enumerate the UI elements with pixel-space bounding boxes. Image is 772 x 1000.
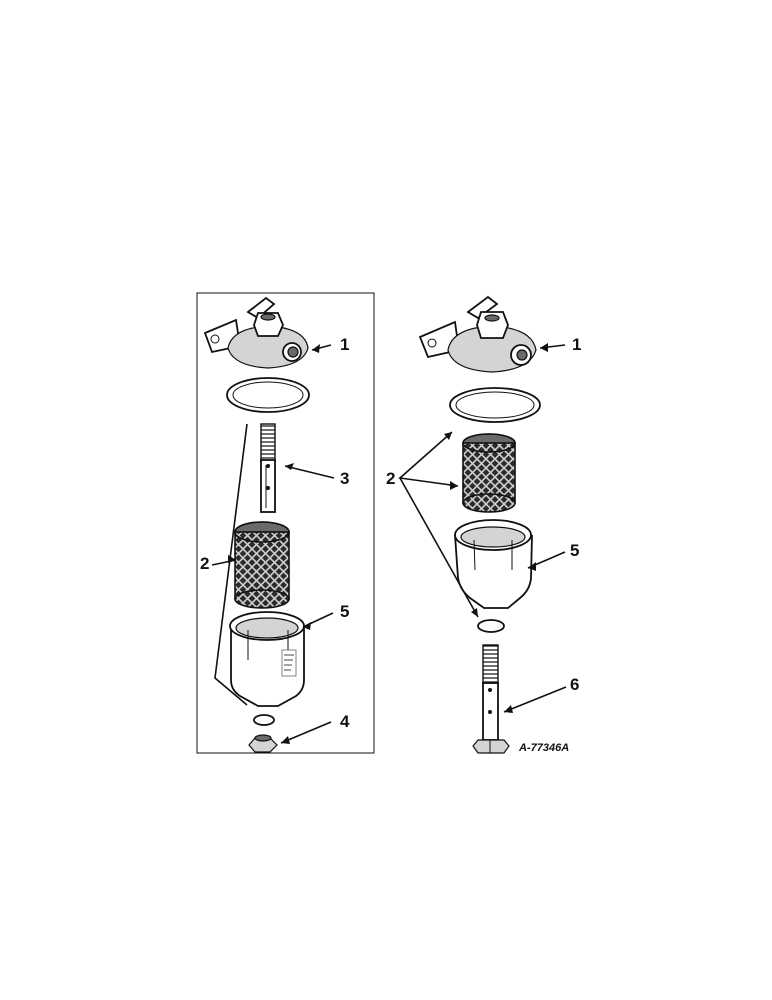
filter-head-right: [418, 295, 537, 373]
callout-3-left: 3: [340, 469, 349, 488]
washer-left: [253, 714, 275, 726]
left-assembly-frame: [196, 292, 375, 754]
center-bolt: [472, 644, 510, 754]
callout-1-right: 1: [572, 335, 581, 354]
center-stud: [260, 423, 276, 513]
figure-id: A-77346A: [518, 742, 569, 754]
callout-1-left: 1: [340, 335, 349, 354]
callout-2-right: 2: [386, 469, 395, 488]
gasket-ring-left: [226, 377, 310, 413]
washer-right: [477, 619, 505, 633]
callout-4-left: 4: [340, 712, 350, 731]
callout-5-right: 5: [570, 541, 579, 560]
nut: [248, 734, 278, 753]
gasket-ring-right: [449, 387, 541, 423]
callout-6-right: 6: [570, 675, 579, 694]
mesh-element-left: [234, 521, 290, 609]
right-assembly: 1 2 5 6: [386, 295, 581, 754]
callout-2-left: 2: [200, 554, 209, 573]
filter-bowl-right: [454, 519, 533, 609]
callout-5-left: 5: [340, 602, 349, 621]
mesh-element-right: [462, 433, 516, 513]
filter-head-left: [203, 296, 309, 369]
filter-bowl-left: [229, 611, 305, 707]
left-assembly: 1 3 2 5 4: [196, 292, 375, 754]
